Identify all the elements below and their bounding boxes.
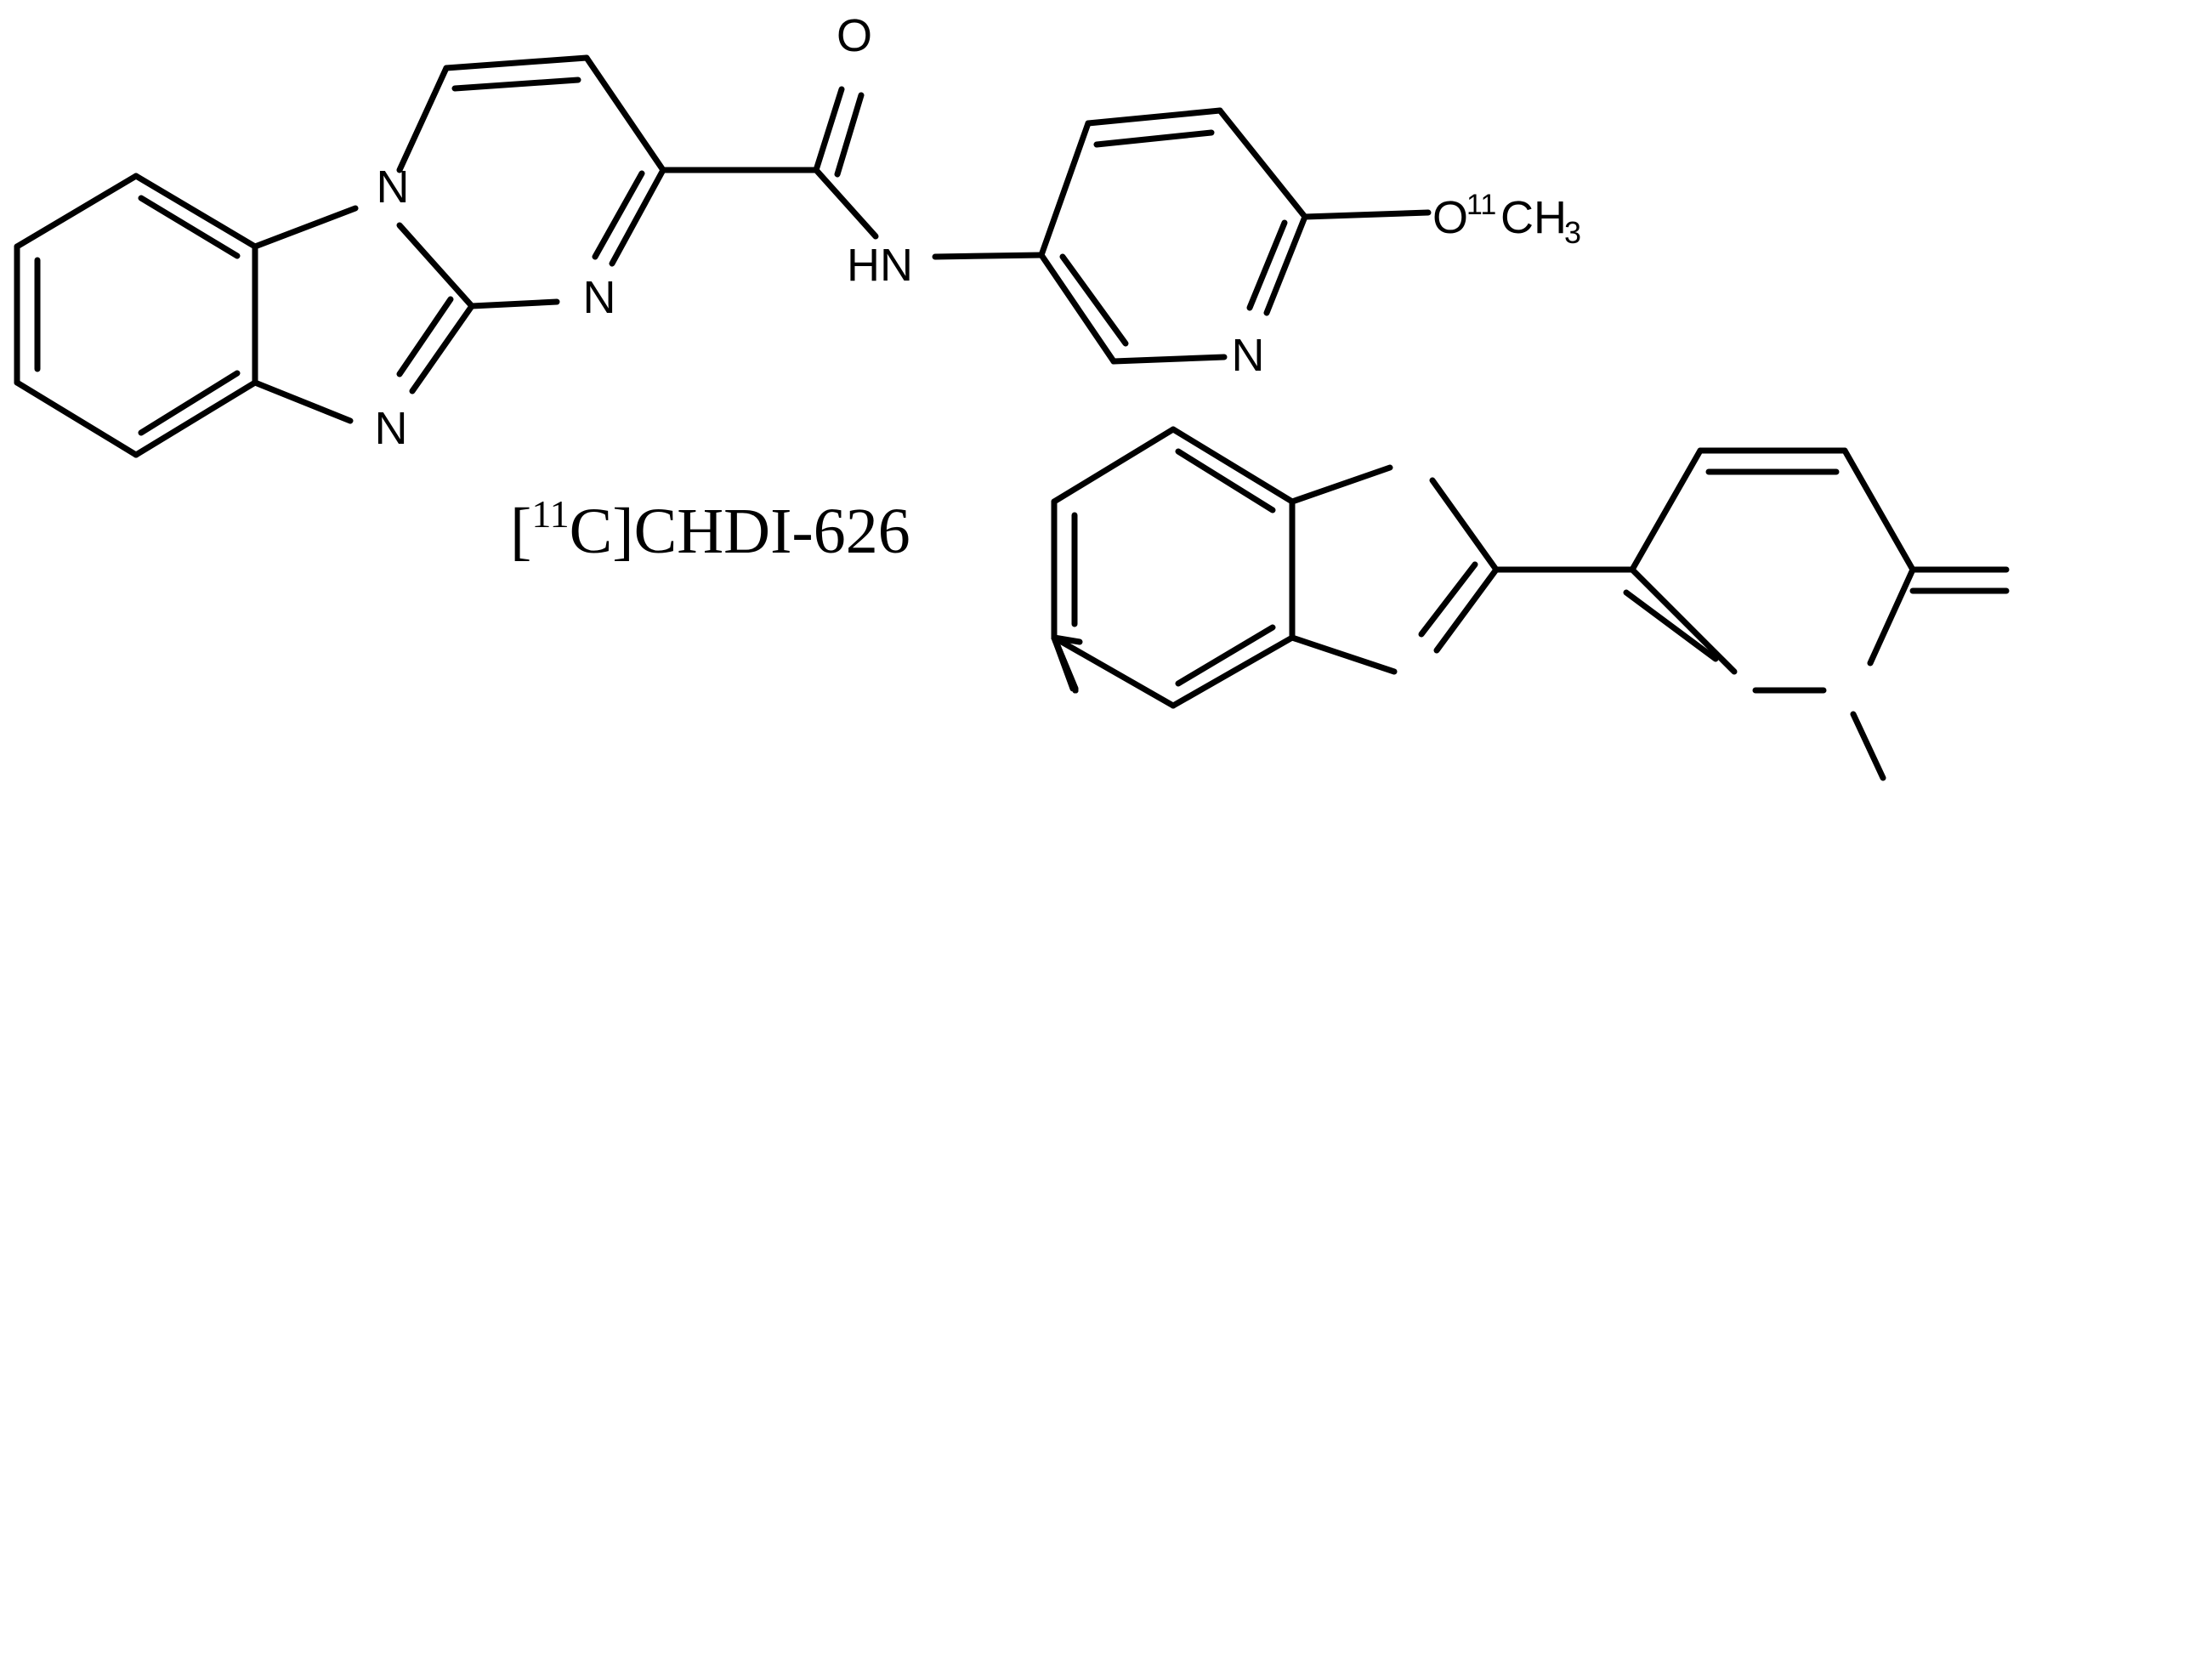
caption-bracket: [	[510, 496, 531, 567]
molecule-chdi-626: N N N O HN N O 11 CH 3	[14, 10, 1581, 458]
caption-rest: C]CHDI-626	[570, 496, 910, 567]
atom-n-bridge: N	[377, 162, 410, 213]
isotope-11-label: 11	[1466, 189, 1496, 221]
atom-pyridine-n: N	[1232, 330, 1265, 381]
atom-n-imidazole: N	[375, 403, 408, 454]
subscript-3: 3	[1564, 215, 1581, 250]
molecule-chdi-180	[1051, 426, 2010, 781]
atom-methoxy-o: O	[1432, 192, 1468, 243]
atom-amide-o: O	[837, 10, 872, 61]
atom-methoxy-c: CH	[1500, 192, 1567, 243]
caption-isotope: 11	[531, 492, 569, 536]
atom-amide-nh: HN	[847, 240, 913, 291]
atom-n-pyrimidine: N	[583, 272, 616, 323]
caption-chdi-626: [11C]CHDI-626	[510, 492, 910, 567]
